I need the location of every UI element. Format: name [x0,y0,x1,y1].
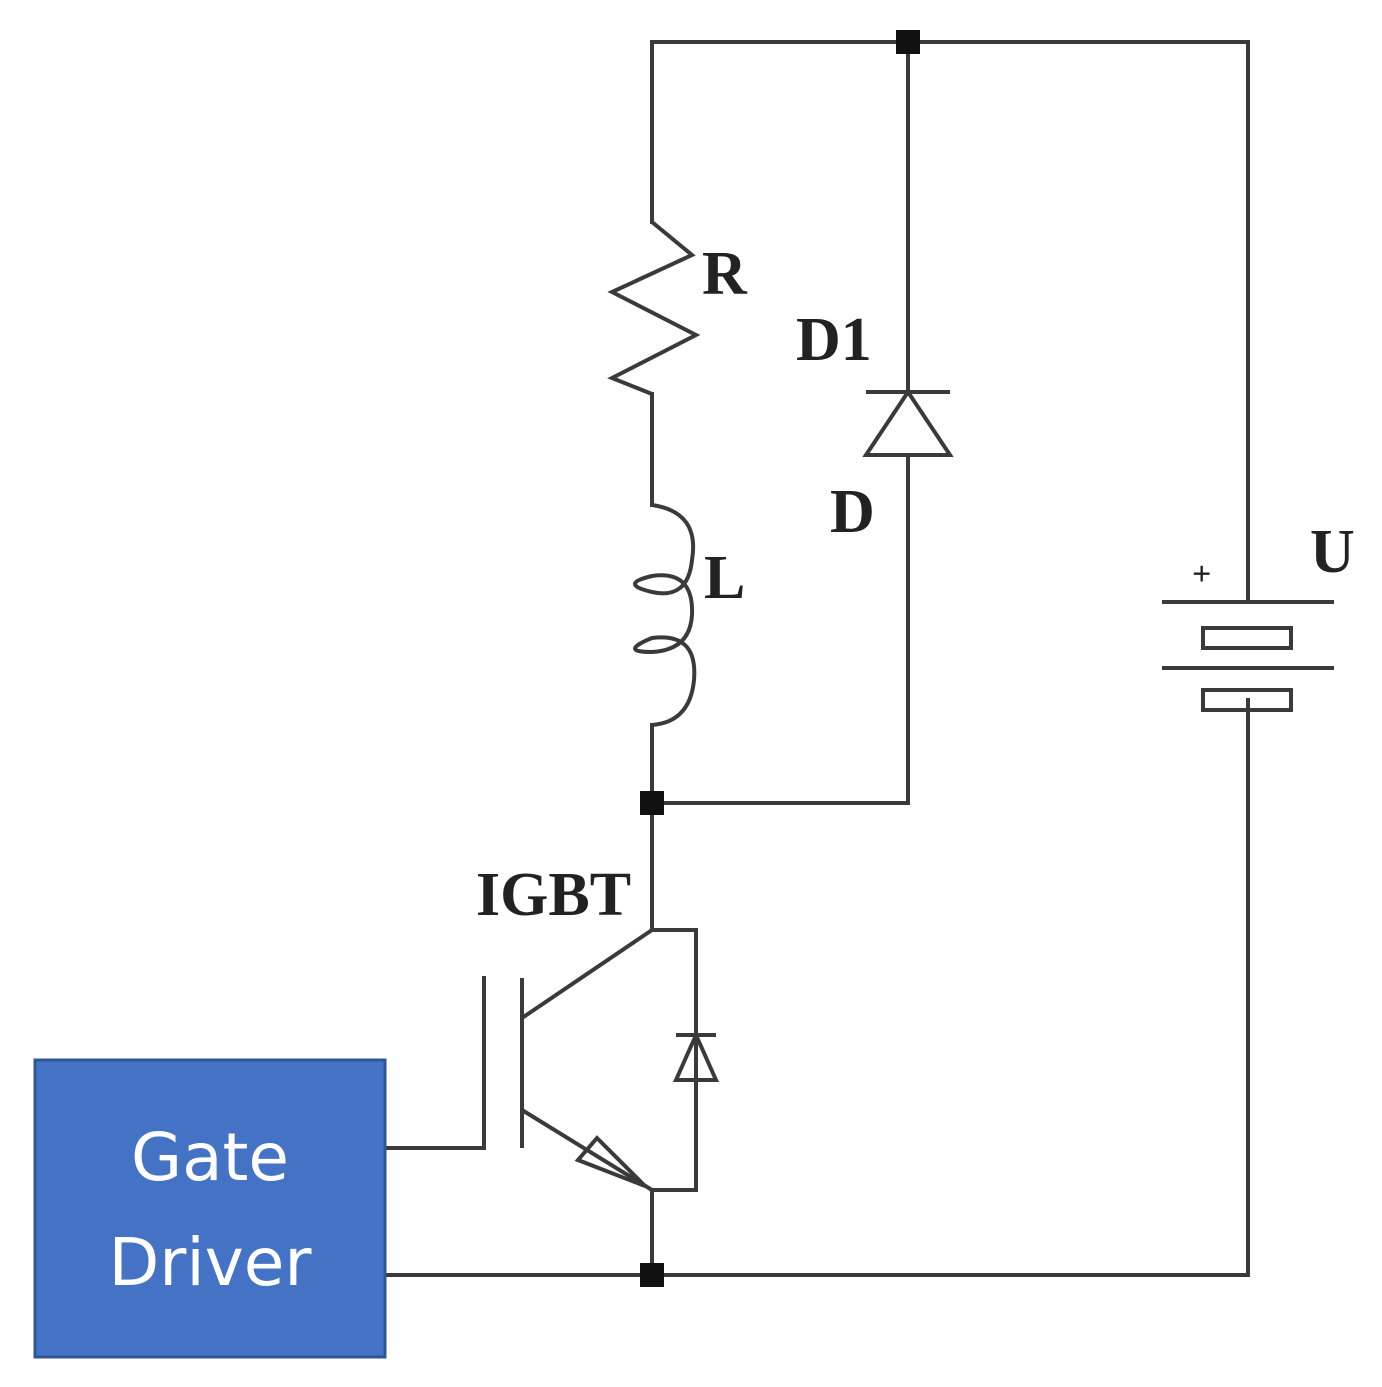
wire-node-to-diode [650,453,910,805]
wire-gate [384,976,486,1150]
diode-node-label: D [830,478,875,546]
igbt-label: IGBT [476,861,631,929]
igbt-diode-triangle [672,1030,720,1082]
inductor-coil [633,503,697,727]
gate-driver-line2: Driver [108,1224,312,1301]
resistor-zigzag [607,220,701,396]
diode-d1: D1 D [796,306,954,546]
gate-driver-line1: Gate [131,1119,289,1196]
battery-cell-1 [1201,626,1293,650]
node-mid [640,791,664,815]
igbt-collector-leg [520,928,654,1020]
gate-driver-block: Gate Driver [33,1058,387,1359]
wires [384,40,1250,1277]
igbt-emitter-arrow [574,1135,647,1188]
inductor: L [633,503,745,727]
gate-driver-box [33,1058,387,1359]
diode-label: D1 [796,306,872,374]
battery-source: + U [1162,518,1355,712]
diode-triangle [862,388,954,457]
inductor-label: L [704,544,745,612]
node-bottom [640,1263,664,1287]
battery-polarity: + [1192,556,1211,593]
resistor: R [607,220,748,396]
battery-cell-2 [1201,688,1293,712]
node-top [896,30,920,54]
igbt-diode-loop [652,928,698,1192]
igbt: IGBT [476,861,720,1192]
resistor-label: R [702,240,748,308]
junction-nodes [640,30,920,1287]
battery-label: U [1310,518,1355,586]
